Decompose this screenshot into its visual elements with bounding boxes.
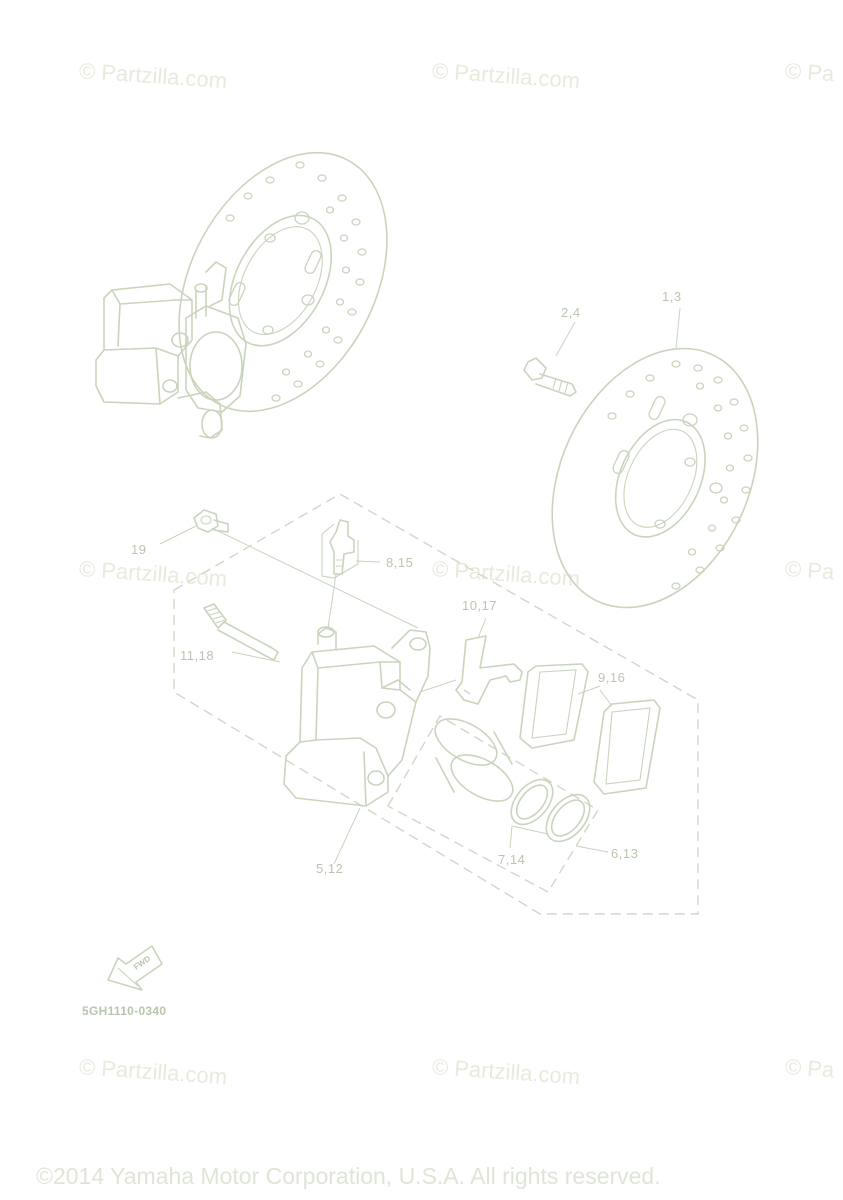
callout-caliper-pin: 11,18 xyxy=(180,648,215,663)
callout-seal-large: 6,13 xyxy=(611,846,639,861)
disc-bolt xyxy=(523,357,577,397)
caliper-assembly-outline xyxy=(173,493,699,915)
caliper-body xyxy=(283,626,431,807)
copyright-notice: ©2014 Yamaha Motor Corporation, U.S.A. A… xyxy=(36,1163,661,1189)
callout-seal-small: 7,14 xyxy=(498,852,526,867)
brake-disc xyxy=(551,347,759,609)
brake-pads xyxy=(519,663,661,795)
caliper-bolt xyxy=(193,509,229,533)
caliper-piston xyxy=(434,718,514,802)
callout-bracket: 10,17 xyxy=(462,598,498,613)
callout-caliper-body: 5,12 xyxy=(316,861,344,876)
piston-seal-kit-outline xyxy=(387,715,599,893)
diagram-code: 5GH1110-0340 xyxy=(82,1004,167,1018)
fwd-label: FWD xyxy=(132,954,152,972)
assembled-brake-view xyxy=(95,151,388,439)
forward-arrow-icon: FWD xyxy=(107,945,163,991)
callout-brake-pads: 9,16 xyxy=(598,670,626,685)
bleed-screw xyxy=(321,519,359,579)
callout-bleed-screw: 8,15 xyxy=(386,555,414,570)
caliper-pin xyxy=(203,603,279,661)
callout-disc-bolt: 2,4 xyxy=(561,305,581,320)
leader-lines xyxy=(159,307,681,865)
piston-seals xyxy=(510,778,591,843)
pad-spring-bracket xyxy=(455,635,523,705)
callout-disc: 1,3 xyxy=(662,289,682,304)
callout-caliper-bolt: 19 xyxy=(131,542,147,557)
